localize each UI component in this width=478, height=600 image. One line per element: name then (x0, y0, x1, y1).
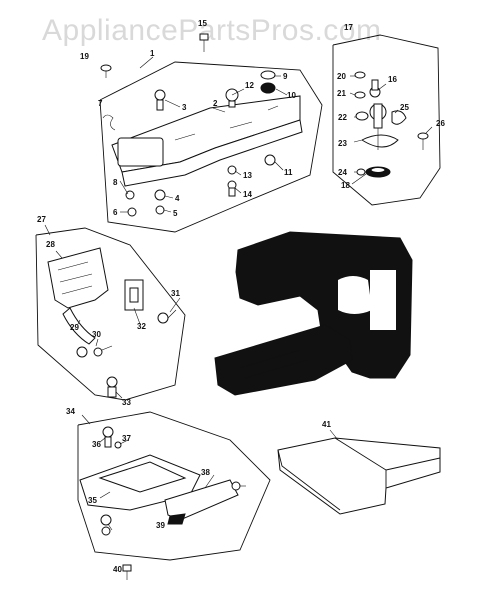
callout-39: 39 (156, 521, 165, 530)
callout-4: 4 (175, 194, 180, 203)
callout-41: 41 (322, 420, 331, 429)
callout-6: 6 (113, 208, 118, 217)
callout-9: 9 (283, 72, 288, 81)
callout-17: 17 (344, 23, 353, 32)
callout-1: 1 (150, 49, 155, 58)
callout-5: 5 (173, 209, 178, 218)
callout-37: 37 (122, 434, 131, 443)
callout-13: 13 (243, 171, 252, 180)
callout-25: 25 (400, 103, 409, 112)
callout-18: 18 (341, 181, 350, 190)
callout-11: 11 (284, 168, 293, 177)
callout-22: 22 (338, 113, 347, 122)
machine-body (214, 231, 413, 396)
callout-29: 29 (70, 323, 79, 332)
callout-34: 34 (66, 407, 75, 416)
callout-15: 15 (198, 19, 207, 28)
callout-14: 14 (243, 190, 252, 199)
callout-21: 21 (337, 89, 346, 98)
callout-36: 36 (92, 440, 101, 449)
callout-16: 16 (388, 75, 397, 84)
base-plate-group (77, 411, 271, 580)
callout-labels: 1 2 3 4 5 6 7 8 9 10 11 12 13 14 15 16 1… (37, 19, 445, 574)
callout-3: 3 (182, 103, 187, 112)
callout-2: 2 (213, 99, 218, 108)
callout-35: 35 (88, 496, 97, 505)
callout-32: 32 (137, 322, 146, 331)
callout-20: 20 (337, 72, 346, 81)
callout-12: 12 (245, 81, 254, 90)
callout-26: 26 (436, 119, 445, 128)
callout-8: 8 (113, 178, 118, 187)
callout-10: 10 (287, 91, 296, 100)
callout-30: 30 (92, 330, 101, 339)
thread-tension-group (35, 224, 186, 401)
callout-38: 38 (201, 468, 210, 477)
callout-24: 24 (338, 168, 347, 177)
callout-31: 31 (171, 289, 180, 298)
callout-19: 19 (80, 52, 89, 61)
top-cover-group (99, 33, 323, 233)
callout-28: 28 (46, 240, 55, 249)
extension-table-part (277, 429, 441, 515)
bobbin-winder-group (332, 34, 441, 206)
callout-40: 40 (113, 565, 122, 574)
callout-23: 23 (338, 139, 347, 148)
callout-33: 33 (122, 398, 131, 407)
callout-27: 27 (37, 215, 46, 224)
callout-7: 7 (98, 99, 103, 108)
